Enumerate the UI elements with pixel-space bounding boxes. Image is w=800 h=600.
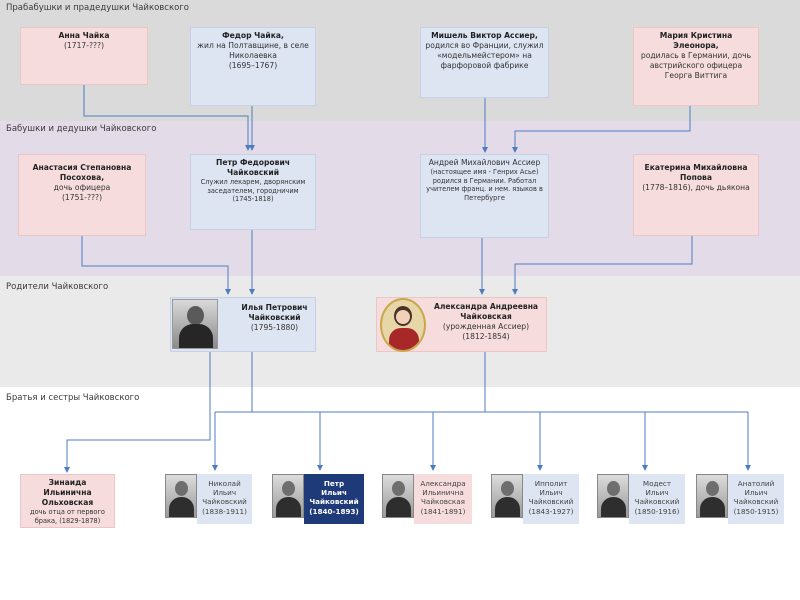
sibling-patronymic: Ильинична bbox=[422, 488, 464, 498]
person-dates: (1695–1767) bbox=[228, 61, 278, 70]
person-box-anna-chayka: Анна Чайка (1717-???) bbox=[20, 27, 148, 85]
sibling-first-name: Модест bbox=[642, 479, 672, 488]
arrow-head bbox=[245, 145, 251, 151]
person-dates: (1812-1854) bbox=[462, 332, 510, 341]
person-box-andrey-assier: Андрей Михайлович Ассиер (настоящее имя … bbox=[420, 154, 549, 238]
connector-line bbox=[81, 236, 229, 292]
person-box-michel-assier: Мишель Виктор Ассиер, родился во Франции… bbox=[420, 27, 549, 98]
person-box-petr-fedorovich: Петр Федорович Чайковский Служил лекарем… bbox=[190, 154, 316, 230]
person-name: Зинаида Ильинична Ольховская bbox=[41, 478, 94, 507]
arrow-head bbox=[512, 147, 518, 153]
connector-line bbox=[83, 84, 249, 148]
person-dates: (1717-???) bbox=[63, 41, 105, 50]
person-box-anastasia-posokhova: Анастасия Степановна Посохова, дочь офиц… bbox=[18, 154, 146, 236]
person-name: Екатерина Михайловна Попова bbox=[644, 163, 748, 182]
person-name: Андрей Михайлович Ассиер bbox=[428, 158, 541, 167]
sibling-first-name: Александра bbox=[420, 479, 466, 488]
sibling-label: Ипполит Ильич Чайковский (1843-1927) bbox=[523, 474, 579, 524]
sibling-patronymic: Ильич bbox=[321, 488, 347, 498]
connector-line bbox=[66, 352, 211, 470]
person-name: Петр Федорович Чайковский bbox=[215, 158, 290, 177]
band-title: Братья и сестры Чайковского bbox=[6, 393, 140, 403]
sibling-portrait bbox=[382, 474, 414, 518]
sibling-label: Николай Ильич Чайковский (1838-1911) bbox=[197, 474, 252, 524]
arrow-head bbox=[537, 465, 543, 471]
sibling-surname: Чайковская bbox=[421, 497, 465, 507]
person-name: Мария Кристина Элеонора, bbox=[659, 31, 733, 50]
band-title: Бабушки и дедушки Чайковского bbox=[6, 124, 157, 134]
portrait-ilya bbox=[172, 299, 218, 349]
person-dates: (1795-1880) bbox=[250, 323, 299, 332]
person-name: Мишель Виктор Ассиер, bbox=[431, 31, 538, 40]
sibling-patronymic: Ильич bbox=[645, 488, 669, 498]
sibling-dates: (1850-1916) bbox=[634, 506, 680, 516]
sibling-portrait bbox=[165, 474, 197, 518]
arrow-head bbox=[64, 467, 70, 473]
arrow-head bbox=[479, 289, 485, 295]
arrow-head bbox=[512, 289, 518, 295]
person-detail: Служил лекарем, дворянским заседателем, … bbox=[200, 178, 306, 195]
band-title: Родители Чайковского bbox=[6, 282, 109, 292]
sibling-first-name: Анатолий bbox=[737, 479, 775, 488]
person-name: Федор Чайка, bbox=[222, 31, 284, 40]
person-name: Илья Петрович Чайковский bbox=[241, 303, 308, 322]
sibling-label-highlighted: Петр Ильич Чайковский (1840-1893) bbox=[304, 474, 364, 524]
person-detail: родился во Франции, служил «модельмейсте… bbox=[425, 41, 544, 70]
sibling-dates: (1838-1911) bbox=[202, 506, 247, 516]
sibling-dates: (1841-1891) bbox=[420, 506, 466, 516]
arrow-head bbox=[430, 465, 436, 471]
person-detail: родилась в Германии, дочь австрийского о… bbox=[640, 51, 752, 80]
sibling-label: Модест Ильич Чайковский (1850-1916) bbox=[629, 474, 685, 524]
person-detail: (настоящее имя - Генрих Асье) родился в … bbox=[426, 168, 543, 202]
sibling-dates: (1840-1893) bbox=[309, 506, 359, 516]
arrow-head bbox=[225, 289, 231, 295]
connector-line bbox=[514, 236, 693, 292]
sibling-first-name: Петр bbox=[323, 479, 345, 488]
sibling-surname: Чайковский bbox=[733, 497, 779, 507]
sibling-patronymic: Ильич bbox=[212, 488, 237, 498]
person-detail: (урожденная Ассиер) bbox=[442, 322, 530, 331]
sibling-surname: Чайковский bbox=[202, 497, 247, 507]
sibling-label: Анатолий Ильич Чайковский (1850-1915) bbox=[728, 474, 784, 524]
sibling-portrait bbox=[696, 474, 728, 518]
sibling-patronymic: Ильич bbox=[744, 488, 768, 498]
arrow-head bbox=[482, 147, 488, 153]
sibling-dates: (1843-1927) bbox=[528, 506, 574, 516]
sibling-patronymic: Ильич bbox=[539, 488, 563, 498]
person-box-ekaterina-popova: Екатерина Михайловна Попова (1778–1816),… bbox=[633, 154, 759, 236]
person-dates: (1751-???) bbox=[61, 193, 103, 202]
portrait-alexandra bbox=[380, 298, 426, 352]
sibling-dates: (1850-1915) bbox=[733, 506, 779, 516]
person-box-zinaida: Зинаида Ильинична Ольховская дочь отца о… bbox=[20, 474, 115, 528]
arrow-head bbox=[745, 465, 751, 471]
sibling-first-name: Николай bbox=[208, 479, 241, 488]
person-box-maria-eleonora: Мария Кристина Элеонора, родилась в Герм… bbox=[633, 27, 759, 106]
person-detail: дочь отца от первого брака, (1829-1878) bbox=[30, 508, 105, 525]
sibling-portrait bbox=[597, 474, 629, 518]
arrow-head bbox=[249, 145, 255, 151]
arrow-head bbox=[212, 465, 218, 471]
sibling-label: Александра Ильинична Чайковская (1841-18… bbox=[414, 474, 472, 524]
sibling-surname: Чайковский bbox=[634, 497, 680, 507]
person-name: Анастасия Степановна Посохова, bbox=[32, 163, 132, 182]
arrow-head bbox=[317, 465, 323, 471]
arrow-head bbox=[249, 289, 255, 295]
sibling-surname: Чайковский bbox=[309, 497, 359, 507]
band-title: Прабабушки и прадедушки Чайковского bbox=[6, 3, 189, 13]
person-detail: (1778–1816), дочь дьякона bbox=[642, 183, 750, 192]
person-box-fedor-chayka: Федор Чайка, жил на Полтавщине, в селе Н… bbox=[190, 27, 316, 106]
sibling-first-name: Ипполит bbox=[534, 479, 568, 488]
connector-line bbox=[514, 106, 691, 150]
arrow-head bbox=[642, 465, 648, 471]
sibling-portrait bbox=[491, 474, 523, 518]
person-name: Александра Андреевна Чайковская bbox=[433, 302, 539, 321]
person-dates: (1745-1818) bbox=[232, 195, 274, 203]
sibling-surname: Чайковский bbox=[528, 497, 574, 507]
person-detail: дочь офицера bbox=[53, 183, 111, 192]
sibling-portrait bbox=[272, 474, 304, 518]
person-detail: жил на Полтавщине, в селе Николаевка bbox=[197, 41, 309, 60]
person-name: Анна Чайка bbox=[58, 31, 110, 40]
